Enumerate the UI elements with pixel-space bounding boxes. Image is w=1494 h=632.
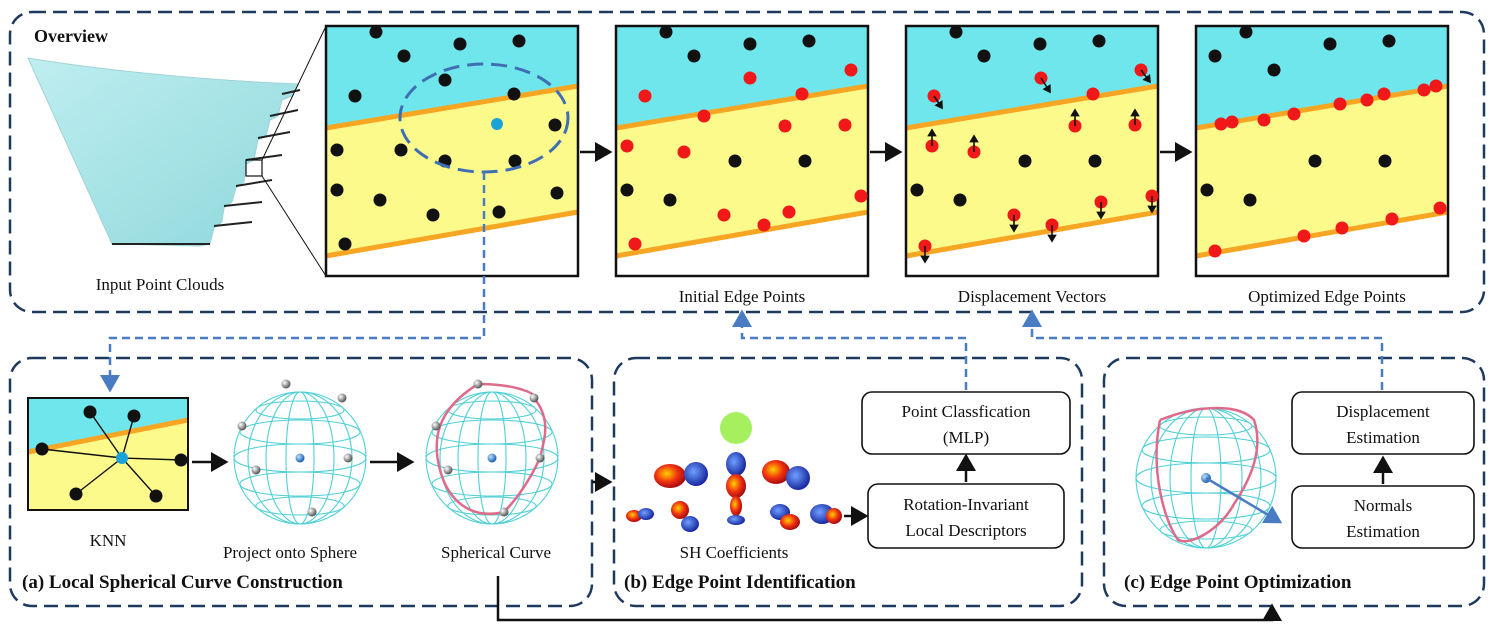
normal-vector-arrow	[1205, 476, 1283, 524]
project-onto-sphere-label: Project onto Sphere	[223, 543, 357, 562]
sh-coefficients-label: SH Coefficients	[680, 543, 789, 562]
optimized-edge-points-panel	[1194, 24, 1450, 278]
displacement-line1: Displacement	[1336, 402, 1430, 421]
classification-line1: Point Classfication	[902, 402, 1031, 421]
descriptor-box	[867, 483, 1065, 549]
spherical-curve-label: Spherical Curve	[441, 543, 551, 562]
query-point	[491, 118, 503, 130]
normals-line1: Normals	[1354, 496, 1413, 515]
section-b-frame	[612, 356, 1084, 608]
projected-points	[237, 379, 353, 517]
normals-line2: Estimation	[1346, 522, 1420, 541]
displacement-vectors-panel	[904, 24, 1160, 278]
zoom-box	[245, 159, 263, 177]
displacement-vectors-label: Displacement Vectors	[958, 287, 1106, 306]
initial-edge-points-panel	[614, 24, 870, 278]
knn-label: KNN	[90, 531, 127, 550]
displacement-line2: Estimation	[1346, 428, 1420, 447]
section-a-title: (a) Local Spherical Curve Construction	[22, 572, 343, 593]
classification-box	[861, 391, 1071, 455]
input-point-clouds-label: Input Point Clouds	[96, 275, 224, 294]
overview-title: Overview	[34, 26, 108, 46]
curve-to-optimization-arrow	[496, 576, 1282, 622]
input-point-cloud	[27, 25, 327, 277]
displacement-box	[1291, 391, 1475, 455]
descriptor-line1: Rotation-Invariant	[903, 495, 1029, 514]
zoom-panel	[324, 24, 580, 278]
classification-line2: (MLP)	[943, 428, 989, 447]
section-c-title: (c) Edge Point Optimization	[1124, 572, 1352, 593]
knn-panel	[27, 397, 189, 511]
normals-box	[1291, 485, 1475, 549]
section-c-frame	[1102, 356, 1486, 608]
dashed-connectors	[100, 172, 1384, 393]
optimization-curve	[1155, 406, 1259, 543]
sh-coefficient-lobes	[626, 412, 842, 532]
initial-edge-points-label: Initial Edge Points	[679, 287, 806, 306]
optimized-edge-points-label: Optimized Edge Points	[1248, 287, 1406, 306]
spherical-curve-sphere	[425, 391, 559, 525]
descriptor-line2: Local Descriptors	[905, 521, 1026, 540]
section-b-title: (b) Edge Point Identification	[624, 572, 856, 593]
